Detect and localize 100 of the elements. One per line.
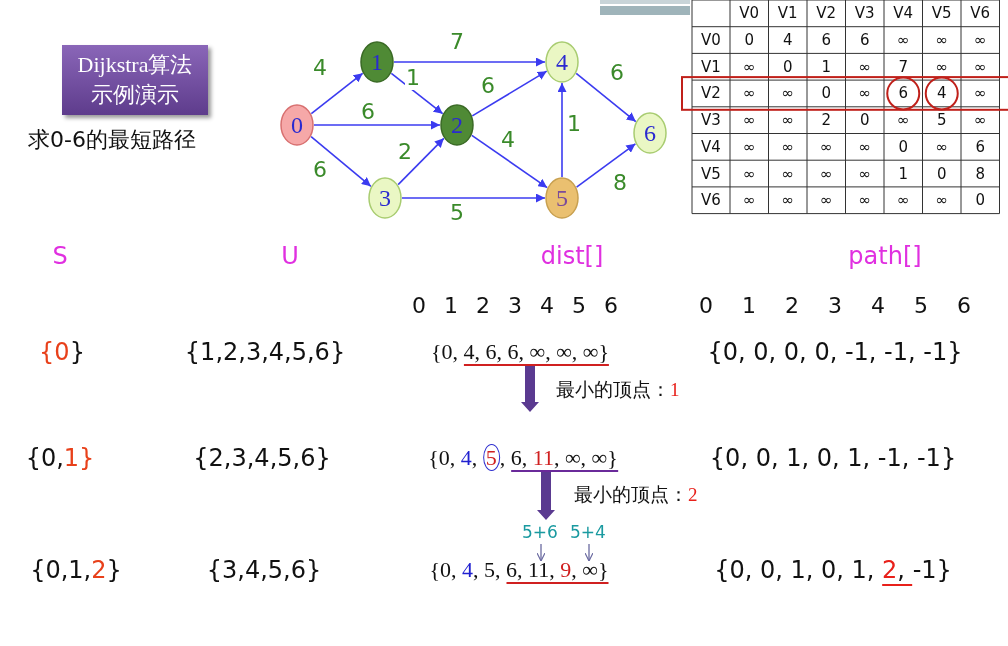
arrow [401,193,546,203]
table-cell: ∞ [781,84,794,103]
table-cell: V0 [739,4,760,23]
table-cell: ∞ [743,164,756,183]
table-cell: ∞ [935,57,948,76]
table-cell: ∞ [820,191,833,210]
table-cell: 8 [975,164,985,183]
set-text: {1,2,3,4,5,6} [184,338,346,366]
table-cell: ∞ [897,31,910,50]
column-heading: S [52,242,68,270]
arrow [575,143,637,188]
table-cell: ∞ [974,84,987,103]
table-cell: 6 [898,84,908,103]
table-cell: ∞ [743,111,756,130]
table-cell: V2 [816,4,837,23]
table-cell: V6 [970,4,991,23]
vertex-circle: 2 [440,104,474,146]
table-cell: V3 [701,111,721,130]
pointer-arrow [584,543,594,562]
table-cell: 0 [783,57,793,76]
table-cell: ∞ [974,31,987,50]
path-array: {0, 0, 0, 0, -1, -1, -1} [707,338,963,366]
title-box: Dijkstra算法示例演示 [62,45,208,115]
column-heading: dist[] [540,242,604,270]
table-cell: V1 [701,57,721,76]
vertex-circle: 0 [280,104,314,146]
table-cell: 0 [975,191,985,210]
table-cell: ∞ [974,57,987,76]
table-cell: 0 [860,111,870,130]
table-cell: ∞ [974,111,987,130]
arrow [310,135,372,188]
table-cell: V6 [701,191,721,210]
table-cell: ∞ [781,191,794,210]
table-cell: 1 [821,57,831,76]
table-cell: ∞ [781,137,794,156]
table-cell: ∞ [820,137,833,156]
table-cell: V3 [854,4,875,23]
sum-label: 5+4 [570,522,606,542]
table-cell: ∞ [897,111,910,130]
table-cell: ∞ [743,137,756,156]
arrow [310,72,364,115]
path-array: {0, 0, 1, 0, 1, -1, -1} [709,444,957,472]
table-cell: V5 [931,4,952,23]
table-cell: 2 [821,111,831,130]
table-cell: ∞ [858,57,871,76]
table-cell: ∞ [781,164,794,183]
vertex-circle: 6 [633,112,667,154]
table-cell: ∞ [743,57,756,76]
vertex-circle: 4 [545,41,579,83]
table-cell: 5 [937,111,947,130]
index-row: 0 1 2 3 4 5 6 [699,292,971,318]
table-cell: 0 [898,137,908,156]
path-array: {0, 0, 1, 0, 1, 2, -1} [714,556,952,584]
block-arrow [521,366,539,412]
table-cell: ∞ [743,84,756,103]
table-cell: V4 [893,4,914,23]
table-cell: V2 [701,84,721,103]
pointer-arrow [536,543,546,562]
arrow [557,82,567,178]
table-cell: V1 [777,4,798,23]
arrow [390,72,444,115]
table-cell: 0 [744,31,754,50]
arrow [471,70,548,117]
table-cell: ∞ [743,191,756,210]
column-heading: path[] [848,242,922,270]
table-cell: 0 [937,164,947,183]
set-text: {2,3,4,5,6} [193,444,331,472]
table-cell: ∞ [858,164,871,183]
table-cell: ∞ [858,191,871,210]
column-heading: U [281,242,299,270]
table-cell: ∞ [820,164,833,183]
dist-array: {0, 4, 6, 6, ∞, ∞, ∞} [430,339,610,365]
vertex-circle: 3 [368,177,402,219]
table-cell: ∞ [858,84,871,103]
table-cell: ∞ [935,31,948,50]
table-cell: 6 [821,31,831,50]
arrow [471,134,548,189]
table-cell: 0 [821,84,831,103]
table-cell: V5 [701,164,721,183]
note-text: 最小的顶点：2 [574,483,698,507]
table-cell: 7 [898,57,908,76]
edge-label: 1 [405,66,421,90]
table-cell: ∞ [781,111,794,130]
table-cell: 4 [783,31,793,50]
set-text: {3,4,5,6} [206,556,322,584]
arrow [397,137,445,186]
table-cell: 6 [975,137,985,156]
vertex-circle: 5 [545,177,579,219]
arrow [313,120,441,130]
set-text: {0,1,2} [30,556,122,584]
index-row: 0 1 2 3 4 5 6 [412,292,618,318]
set-text: {0} [39,338,85,366]
dist-array: {0, 4, 5, 6, 11, ∞, ∞} [428,445,618,471]
table-cell: ∞ [935,191,948,210]
table-cell: 6 [860,31,870,50]
table-cell: V4 [701,137,721,156]
arrow [575,72,637,123]
block-arrow [537,472,555,520]
table-cell: ∞ [897,191,910,210]
table-cell: 1 [898,164,908,183]
